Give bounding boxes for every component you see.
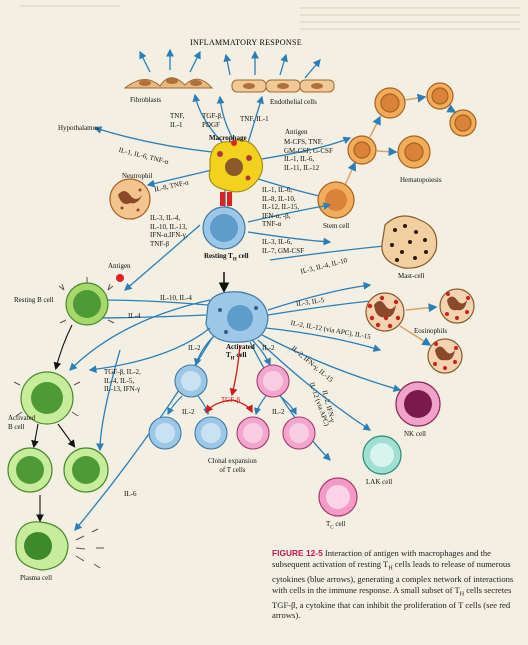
cytokine-il2-b: IL-2	[262, 344, 275, 352]
antigen-top-label: Antigen	[285, 128, 308, 136]
endothelial-cells-group	[231, 79, 335, 93]
th-side-arrows	[124, 202, 332, 291]
inflammatory-arrows	[139, 48, 321, 79]
resting-b-cell	[58, 277, 115, 326]
antigen-left-label: Antigen	[108, 262, 131, 270]
cytokine-il3-list: IL-3, IL-4, IL-10, IL-13, IFN-α,IFN-γ, T…	[150, 214, 188, 248]
figure-caption: FIGURE 12-5 Interaction of antigen with …	[272, 548, 514, 621]
il4-arrow	[69, 299, 211, 452]
nk-cell-label: NK cell	[404, 430, 426, 438]
resting-th-label: Resting TH cell	[204, 252, 249, 263]
lak-cell	[362, 435, 402, 475]
stem-cell-label: Stem cell	[323, 222, 350, 230]
cytokine-tgfb-list: TGF-β, IL-2, IL-4, IL-5, IL-13, IFN-γ	[104, 368, 141, 393]
mast-cell	[381, 215, 438, 269]
hematopoiesis-arrows	[344, 93, 457, 186]
cytokine-mcfs-list: M-CFS, TNF, GM-CSF, G-CSF IL-1, IL-6, IL…	[284, 138, 333, 172]
lak-cell-label: LAK cell	[366, 478, 393, 486]
eosinophil-1	[365, 292, 405, 332]
activated-th-cell	[205, 291, 269, 343]
resting-th-cell	[202, 206, 246, 250]
nk-cell	[395, 381, 441, 427]
hematopoiesis-cells	[347, 82, 477, 169]
activated-b-label: Activated B cell	[8, 414, 36, 431]
inflammatory-response-title: INFLAMMATORY RESPONSE	[190, 38, 302, 47]
cytokine-il1-il6-list: IL-1, IL-6, IL-8, IL-10, IL-12, IL-15, I…	[262, 186, 300, 228]
background-page-text	[20, 5, 520, 30]
clonal-expansion-cells	[148, 364, 316, 450]
eosinophil-arrows	[399, 303, 438, 346]
eosinophils-label: Eosinophils	[414, 327, 448, 335]
tgfb-red-arrows	[205, 344, 253, 414]
neutrophil-cell	[109, 178, 151, 220]
cytokine-tgfb-red: TGF-β	[221, 396, 241, 404]
cytokine-tnf-il1-b: TNF, IL-1	[240, 115, 269, 123]
cytokine-il10-il4: IL-10, IL-4	[160, 294, 192, 302]
mhc-receptor	[220, 192, 232, 206]
fibroblasts-group	[123, 77, 214, 89]
antigen-b	[116, 274, 124, 282]
cytokine-il3-il6-list: IL-3, IL-6, IL-7, GM-CSF	[262, 238, 305, 255]
plasma-cell-label: Plasma cell	[20, 574, 53, 582]
activated-b-cell	[13, 371, 81, 425]
cytokine-il2-d: IL-2	[272, 408, 285, 416]
mast-cell-label: Mast-cell	[398, 272, 425, 280]
cytokine-tnf-il1: TNF, IL-1	[170, 112, 185, 129]
hematopoiesis-label: Hematopoiesis	[400, 176, 442, 184]
macrophage-label: Macrophage	[209, 134, 247, 142]
figure-number: FIGURE 12-5	[272, 548, 323, 558]
resting-b-label: Resting B cell	[14, 296, 54, 304]
b-lineage-arrows	[31, 324, 76, 523]
stem-cell	[317, 181, 355, 219]
macrophage-cell	[208, 139, 264, 193]
fibroblasts-label: Fibroblasts	[130, 96, 162, 104]
tc-cell-label: TC cell	[326, 520, 346, 531]
clonal-expansion-label: Clonal expansion of T cells	[208, 457, 257, 474]
cytokine-tgfb-pdgf: TGF-β, PDGF	[202, 112, 223, 129]
hypothalamus-label: Hypothalamus	[58, 124, 99, 132]
cytokine-il2-c: IL-2	[182, 408, 195, 416]
cytokine-il6: IL-6	[124, 490, 137, 498]
cytokine-il2-a: IL-2	[188, 344, 201, 352]
b-cell-clones	[7, 447, 109, 493]
cytokine-il4: IL-4	[128, 312, 141, 320]
endothelial-label: Endothelial cells	[270, 98, 317, 106]
neutrophil-label: Neutrophil	[122, 172, 153, 180]
eosinophils-group	[365, 288, 475, 374]
tc-cell	[318, 477, 358, 517]
plasma-cell	[15, 521, 104, 571]
